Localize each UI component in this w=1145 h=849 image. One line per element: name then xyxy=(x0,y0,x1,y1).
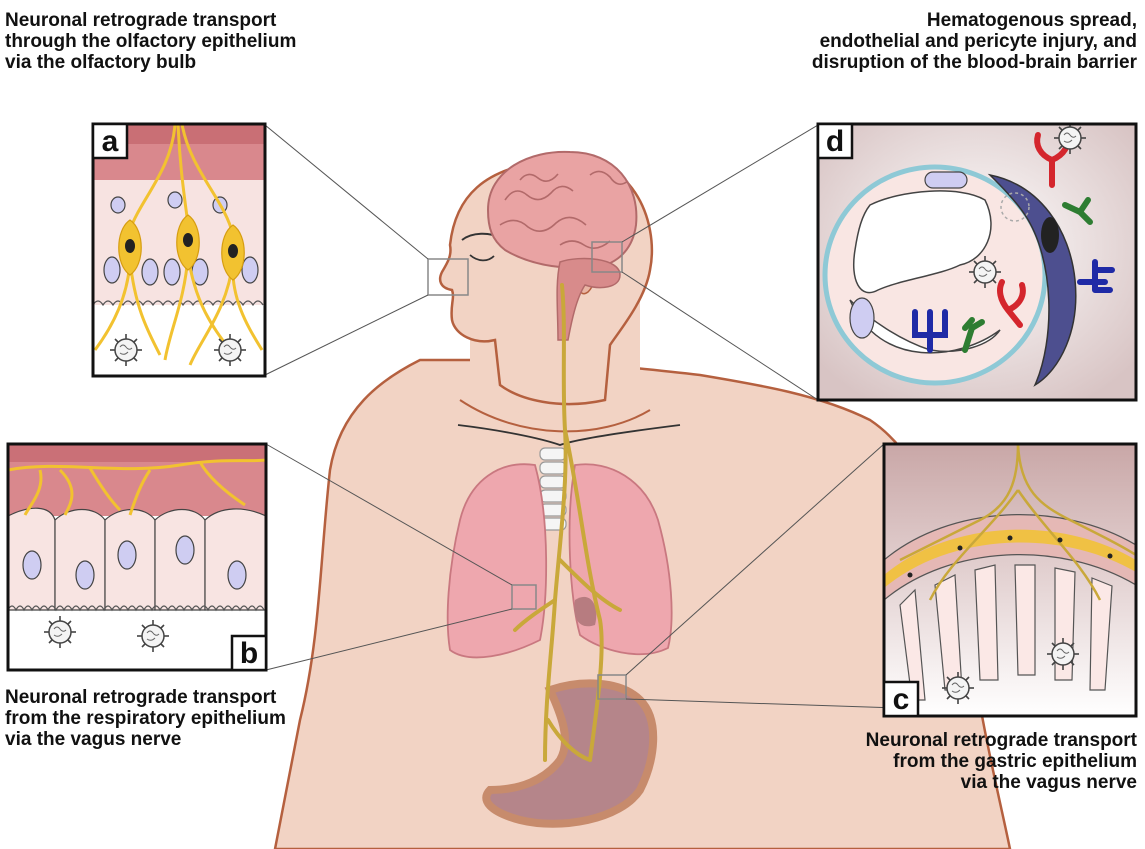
caption-d-line-1: Hematogenous spread, xyxy=(812,10,1137,31)
caption-c: Neuronal retrograde transport from the g… xyxy=(866,730,1137,793)
caption-d-line-2: endothelial and pericyte injury, and xyxy=(812,31,1137,52)
panel-d-blood-brain-barrier: d xyxy=(818,122,1136,400)
caption-d-line-3: disruption of the blood-brain barrier xyxy=(812,52,1137,73)
caption-c-line-2: from the gastric epithelium xyxy=(866,751,1137,772)
panel-b-label: b xyxy=(240,637,258,670)
caption-b-line-1: Neuronal retrograde transport xyxy=(5,687,286,708)
caption-a-line-3: via the olfactory bulb xyxy=(5,52,296,73)
panel-a-label: a xyxy=(102,125,119,158)
panel-c-label: c xyxy=(893,683,910,716)
caption-b-line-3: via the vagus nerve xyxy=(5,729,286,750)
caption-a-line-2: through the olfactory epithelium xyxy=(5,31,296,52)
caption-c-line-3: via the vagus nerve xyxy=(866,772,1137,793)
panel-c-gastric-epithelium: c xyxy=(884,444,1136,716)
caption-b: Neuronal retrograde transport from the r… xyxy=(5,687,286,750)
panel-a-olfactory-epithelium: a xyxy=(93,124,265,376)
caption-a-line-1: Neuronal retrograde transport xyxy=(5,10,296,31)
caption-a: Neuronal retrograde transport through th… xyxy=(5,10,296,73)
panel-d-label: d xyxy=(826,125,844,158)
caption-c-line-1: Neuronal retrograde transport xyxy=(866,730,1137,751)
caption-b-line-2: from the respiratory epithelium xyxy=(5,708,286,729)
caption-d: Hematogenous spread, endothelial and per… xyxy=(812,10,1137,73)
panel-b-respiratory-epithelium: b xyxy=(8,444,266,670)
